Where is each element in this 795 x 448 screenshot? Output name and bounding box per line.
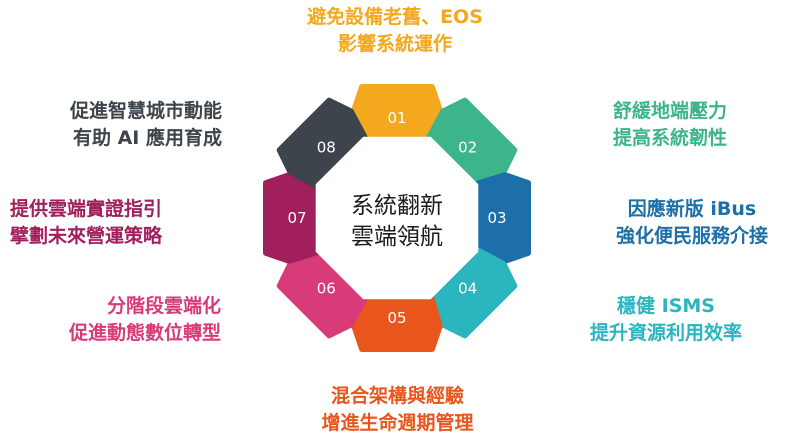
label-05-line2: 增進生命週期管理 [321, 412, 474, 434]
label-03: 因應新版 iBus 強化便民服務介接 [596, 196, 788, 250]
segment-number-05: 05 [387, 309, 406, 327]
label-01-line1: 避免設備老舊、EOS [307, 6, 483, 28]
label-03-line1: 因應新版 iBus [627, 198, 757, 220]
label-07-line2: 擘劃未來營運策略 [10, 225, 163, 247]
label-02-line2: 提高系統韌性 [612, 127, 727, 149]
segment-number-03: 03 [487, 209, 506, 227]
label-08-line1: 促進智慧城市動能 [69, 100, 222, 122]
label-01: 避免設備老舊、EOS 影響系統運作 [260, 4, 530, 58]
segment-number-04: 04 [458, 280, 477, 298]
label-04-line1: 穩健 ISMS [617, 295, 715, 317]
segment-number-06: 06 [317, 280, 336, 298]
label-05-line1: 混合架構與經驗 [330, 385, 464, 407]
label-05: 混合架構與經驗 增進生命週期管理 [290, 383, 505, 437]
label-01-line2: 影響系統運作 [337, 33, 452, 55]
center-octagon [315, 136, 479, 300]
label-03-line2: 強化便民服務介接 [615, 225, 768, 247]
label-04-line2: 提升資源利用效率 [589, 322, 742, 344]
label-04: 穩健 ISMS 提升資源利用效率 [568, 293, 764, 347]
label-07-line1: 提供雲端實證指引 [10, 198, 163, 220]
label-06-line2: 促進動態數位轉型 [68, 322, 221, 344]
segment-number-08: 08 [317, 138, 336, 156]
label-08: 促進智慧城市動能 有助 AI 應用育成 [8, 98, 222, 152]
center-title-line2: 雲端領航 [351, 224, 443, 250]
label-06-line1: 分階段雲端化 [106, 295, 221, 317]
label-02-line1: 舒緩地端壓力 [612, 100, 727, 122]
segment-number-02: 02 [458, 138, 477, 156]
label-07: 提供雲端實證指引 擘劃未來營運策略 [10, 196, 210, 250]
label-06: 分階段雲端化 促進動態數位轉型 [8, 293, 221, 347]
segment-number-07: 07 [287, 209, 306, 227]
label-02: 舒緩地端壓力 提高系統韌性 [575, 98, 765, 152]
segment-number-01: 01 [387, 109, 406, 127]
center-title-line1: 系統翻新 [351, 193, 443, 219]
label-08-line2: 有助 AI 應用育成 [72, 127, 222, 149]
